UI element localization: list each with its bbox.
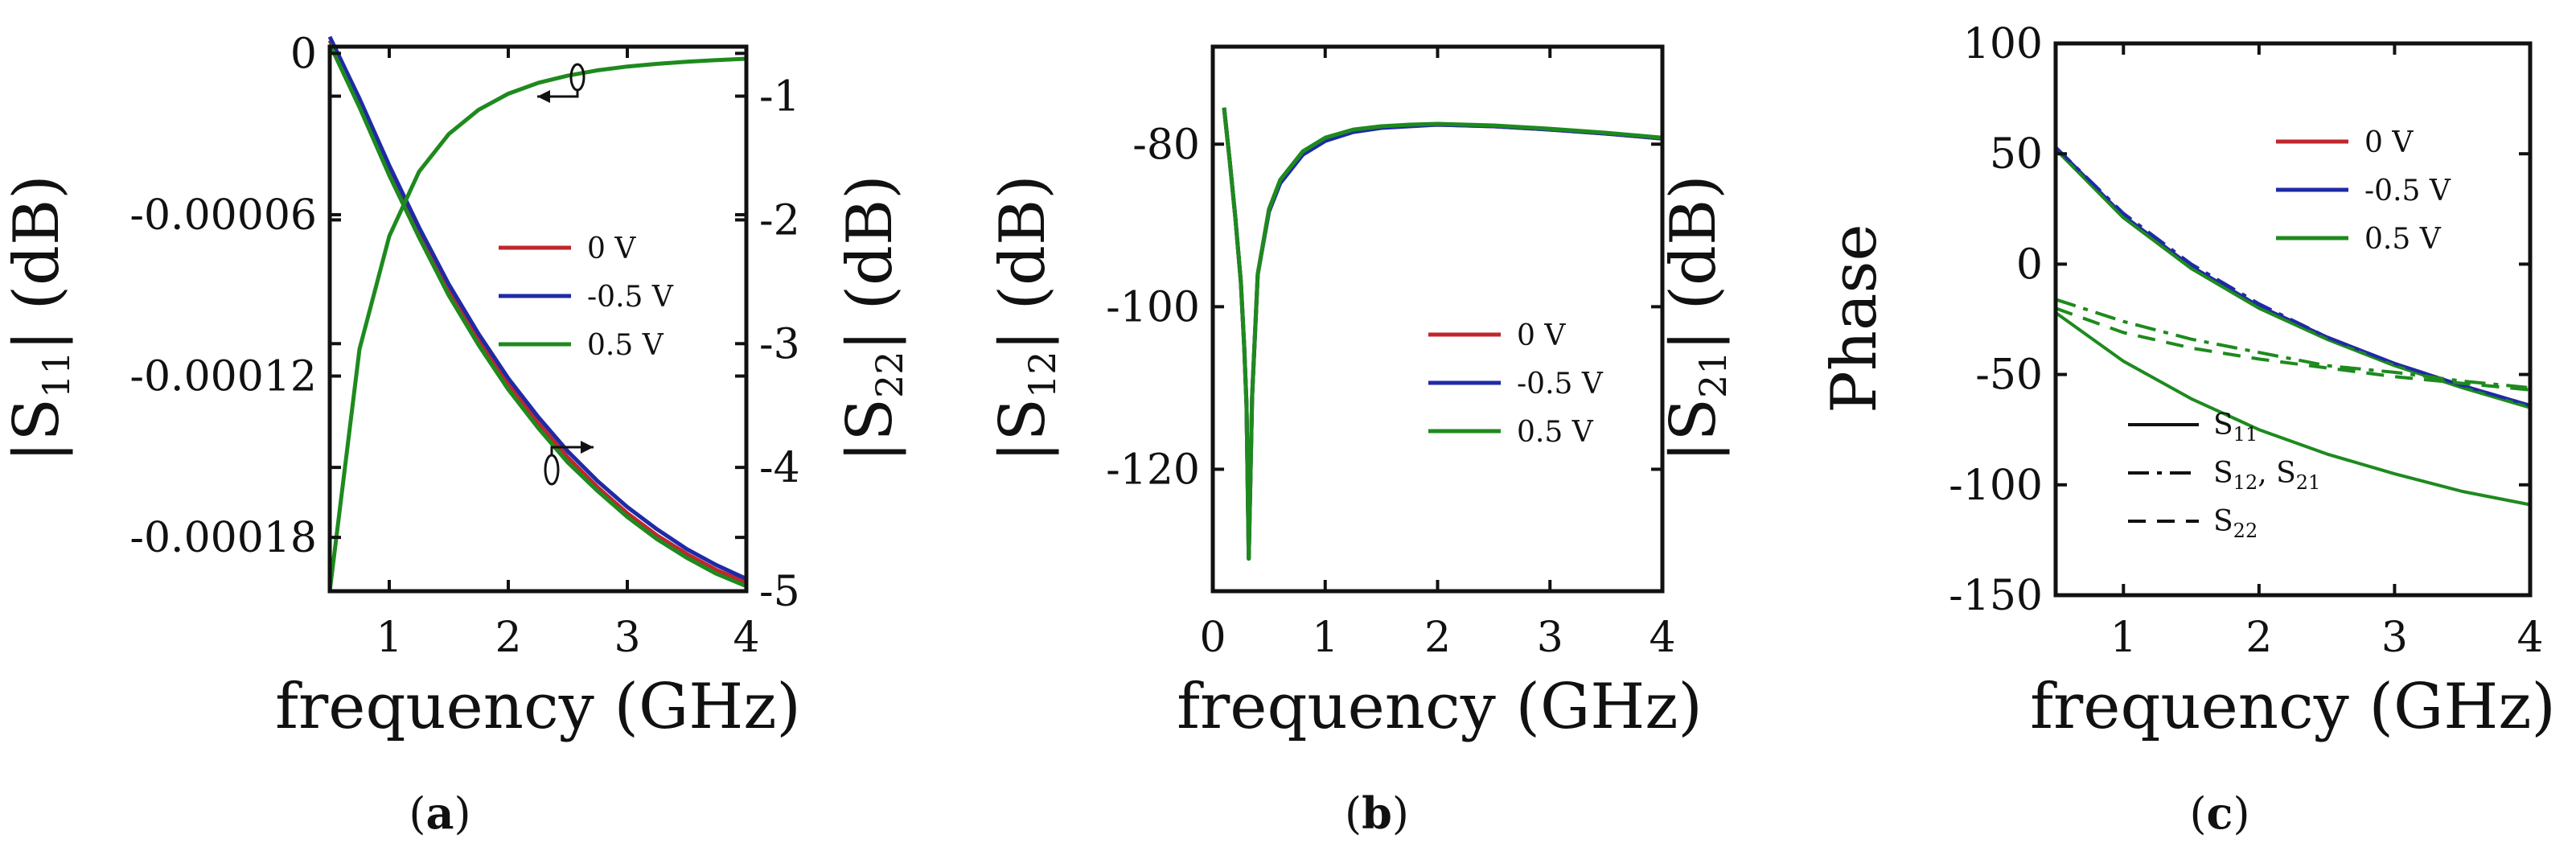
- panel-label-a: (a): [409, 787, 470, 839]
- y-tick-label: 0: [290, 30, 317, 78]
- plot-frame: [1210, 44, 1665, 594]
- series-line: [2055, 298, 2531, 390]
- x-axis-label: frequency (GHz): [2030, 671, 2556, 743]
- x-tick-label: 1: [2110, 614, 2137, 662]
- series-line: [327, 56, 747, 592]
- series-line: [2054, 146, 2531, 407]
- annotation-ellipse: [544, 454, 560, 486]
- y-axis-label-left: |S12| (dB): [987, 175, 1064, 462]
- x-axis-label: frequency (GHz): [275, 671, 801, 743]
- series-line: [2054, 146, 2531, 407]
- y-tick-label: -100: [1106, 283, 1200, 331]
- panel-c-chart: 1 2 3 4 100 50 0 -50 -100 -150 frequency (GHz) Phas…: [1818, 20, 2556, 743]
- plot-frame: [2053, 41, 2533, 598]
- annotation-arrowhead: [537, 90, 550, 103]
- y-tick-label-right: -1: [759, 73, 800, 121]
- series-line: [2055, 306, 2531, 392]
- series-line: [1222, 107, 1663, 561]
- style-legend-label: S22: [2213, 505, 2258, 542]
- y-tick-label: -80: [1132, 121, 1200, 169]
- x-tick-label: 2: [495, 614, 521, 662]
- x-tick-label: 4: [733, 614, 759, 662]
- y-axis-label-right: |S21| (dB): [1658, 175, 1735, 462]
- series-line: [327, 43, 747, 589]
- x-tick-label: 2: [1424, 614, 1451, 662]
- x-tick-label: 3: [614, 614, 640, 662]
- x-tick-label: 0: [1199, 614, 1226, 662]
- x-tick-label: 2: [2245, 614, 2272, 662]
- style-legend-label: S12, S21: [2213, 457, 2320, 494]
- legend-label: -0.5 V: [1517, 368, 1604, 401]
- x-axis-label: frequency (GHz): [1177, 671, 1703, 743]
- x-tick-label: 1: [376, 614, 402, 662]
- y-tick-label: -150: [1949, 572, 2043, 620]
- legend-label: 0 V: [2364, 126, 2414, 159]
- panel-label-c: (c): [2189, 787, 2249, 839]
- y-tick-label-right: -4: [759, 444, 800, 492]
- y-tick-label: -0.00012: [129, 353, 317, 401]
- plot-frame: [327, 44, 749, 594]
- y-tick-label-right: -5: [759, 568, 800, 616]
- y-tick-label: -100: [1949, 462, 2043, 510]
- y-tick-label: 100: [1963, 20, 2043, 68]
- y-axis-label-left: |S11| (dB): [1, 175, 78, 462]
- panel-label-b: (b): [1345, 787, 1409, 839]
- series-line: [2054, 148, 2531, 409]
- x-tick-label: 3: [2381, 614, 2408, 662]
- x-tick-label: 4: [2516, 614, 2543, 662]
- style-legend-label: S11: [2213, 409, 2258, 446]
- x-tick-label: 1: [1312, 614, 1338, 662]
- panel-b-chart: 0 1 2 3 4 -80 -100 -120 frequency (GHz) |S12| (dB…: [987, 44, 1735, 743]
- y-tick-label: 0: [2016, 240, 2043, 289]
- legend-label: 0 V: [587, 232, 636, 265]
- y-tick-label-right: -3: [759, 320, 800, 368]
- series-line: [2054, 311, 2531, 507]
- legend-label: 0.5 V: [1517, 416, 1594, 449]
- panel-a-chart: 1 2 3 4 0 -0.00006 -0.00012 -0.00018 -1 -2 -3 -4 -5 f…: [1, 30, 911, 743]
- legend-label: 0.5 V: [587, 329, 664, 362]
- annotation-arrow: [537, 90, 579, 98]
- y-axis-label-right: |S22| (dB): [834, 175, 911, 462]
- y-tick-label: -0.00006: [129, 191, 317, 240]
- legend-label: -0.5 V: [587, 281, 674, 314]
- legend-label: 0.5 V: [2364, 223, 2442, 256]
- y-tick-label: 50: [1990, 130, 2043, 179]
- x-tick-label: 4: [1649, 614, 1675, 662]
- legend-label: -0.5 V: [2364, 175, 2451, 208]
- y-tick-label-right: -2: [759, 196, 800, 245]
- legend-label: 0 V: [1517, 319, 1566, 352]
- x-tick-label: 3: [1537, 614, 1563, 662]
- annotation-arrowhead: [581, 441, 594, 454]
- series-line: [327, 39, 747, 585]
- y-tick-label: -120: [1106, 446, 1200, 494]
- y-tick-label: -50: [1975, 351, 2043, 400]
- y-tick-label: -0.00018: [129, 514, 317, 562]
- annotation-ellipse: [569, 63, 585, 92]
- y-axis-label: Phase: [1818, 224, 1891, 413]
- series-line: [327, 35, 748, 581]
- annotation-arrow: [550, 446, 594, 455]
- series-line: [2054, 146, 2531, 407]
